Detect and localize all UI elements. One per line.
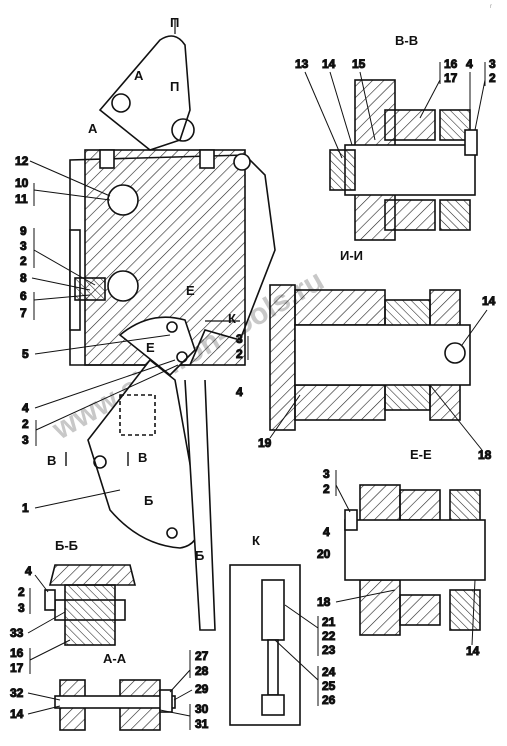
vv-callout-2: 2 — [489, 71, 496, 85]
k-callout-22: 22 — [322, 629, 336, 643]
section-ii: И-И 14 19 18 — [258, 248, 497, 463]
aa-callout-29: 29 — [195, 682, 209, 696]
cut-mark-v-left: В — [47, 453, 56, 468]
bb-callout-4: 4 — [25, 564, 32, 578]
aa-callout-14: 14 — [10, 707, 24, 721]
ii-callout-18: 18 — [478, 448, 492, 462]
main-view — [69, 35, 276, 631]
ee-callout-18: 18 — [317, 595, 331, 609]
view-k: К 21 22 23 24 25 26 — [229, 533, 336, 726]
k-callout-26: 26 — [322, 693, 336, 707]
ee-callout-14: 14 — [466, 644, 480, 658]
callout-10: 10 — [15, 176, 29, 190]
section-bb-title: Б-Б — [55, 538, 78, 553]
callout-1: 1 — [22, 501, 29, 515]
cut-mark-e-upper: Е — [186, 283, 195, 298]
bb-callout-17: 17 — [10, 661, 24, 675]
cut-mark-e-lower: Е — [146, 340, 155, 355]
aa-callout-27: 27 — [195, 649, 209, 663]
k-callout-21: 21 — [322, 615, 336, 629]
callout-3a: 3 — [20, 239, 27, 253]
callout-2c: 2 — [236, 347, 243, 361]
aa-callout-31: 31 — [195, 717, 209, 731]
ii-callout-14: 14 — [482, 294, 496, 308]
cut-mark-b-upper: Б — [144, 493, 153, 508]
section-vv-title: В-В — [395, 33, 418, 48]
cut-mark-k-arrow: К — [228, 311, 236, 326]
callout-12: 12 — [15, 154, 29, 168]
cut-mark-a-lower: А — [88, 121, 98, 136]
callout-2b: 2 — [22, 417, 29, 431]
callout-7: 7 — [20, 306, 27, 320]
callout-9: 9 — [20, 224, 27, 238]
ee-callout-3: 3 — [323, 467, 330, 481]
callout-4c: 4 — [236, 385, 243, 399]
cut-mark-v-right: В — [138, 450, 147, 465]
vv-callout-3: 3 — [489, 57, 496, 71]
callout-6: 6 — [20, 289, 27, 303]
callout-3b: 3 — [22, 433, 29, 447]
ee-callout-2: 2 — [323, 482, 330, 496]
bb-callout-16: 16 — [10, 646, 24, 660]
k-callout-23: 23 — [322, 643, 336, 657]
callout-11: 11 — [15, 192, 28, 206]
cut-mark-p-bottom: П — [170, 79, 179, 94]
section-ee-title: Е-Е — [410, 447, 432, 462]
vv-callout-13: 13 — [295, 57, 309, 71]
bb-callout-3: 3 — [18, 601, 25, 615]
view-k-title: К — [252, 533, 260, 548]
callout-3c: 3 — [236, 332, 243, 346]
section-ee: Е-Е 3 2 4 20 18 14 — [317, 447, 486, 659]
vv-callout-14: 14 — [322, 57, 336, 71]
ii-callout-19: 19 — [258, 436, 272, 450]
aa-callout-32: 32 — [10, 686, 24, 700]
ee-callout-20: 20 — [317, 547, 331, 561]
cut-mark-b-lower: Б — [195, 548, 204, 563]
aa-callout-28: 28 — [195, 664, 209, 678]
vv-callout-4: 4 — [466, 57, 473, 71]
aa-callout-30: 30 — [195, 702, 209, 716]
ee-callout-4: 4 — [323, 525, 330, 539]
callout-4: 4 — [22, 401, 29, 415]
callout-5: 5 — [22, 347, 29, 361]
section-ii-title: И-И — [340, 248, 363, 263]
main-callouts: 12 10 11 9 3 2 8 6 7 5 4 2 3 1 3 2 4 — [15, 154, 249, 516]
section-bb: Б-Б 4 2 3 33 16 17 — [10, 538, 137, 676]
section-aa-title: А-А — [103, 651, 127, 666]
bb-callout-33: 33 — [10, 626, 24, 640]
vv-callout-17: 17 — [444, 71, 458, 85]
k-callout-24: 24 — [322, 665, 336, 679]
section-vv: В-В 13 14 15 16 17 4 3 2 — [295, 33, 497, 241]
bb-callout-2: 2 — [18, 585, 25, 599]
k-callout-25: 25 — [322, 679, 336, 693]
cut-marks: П П А А Е Е К В В Б Б — [47, 15, 240, 563]
corner-mark: r — [490, 4, 492, 10]
callout-2a: 2 — [20, 254, 27, 268]
callout-8: 8 — [20, 271, 27, 285]
cut-mark-a-upper: А — [134, 68, 144, 83]
section-aa: А-А 32 14 27 28 29 30 31 — [10, 649, 210, 732]
vv-callout-16: 16 — [444, 57, 458, 71]
vv-callout-15: 15 — [352, 57, 366, 71]
